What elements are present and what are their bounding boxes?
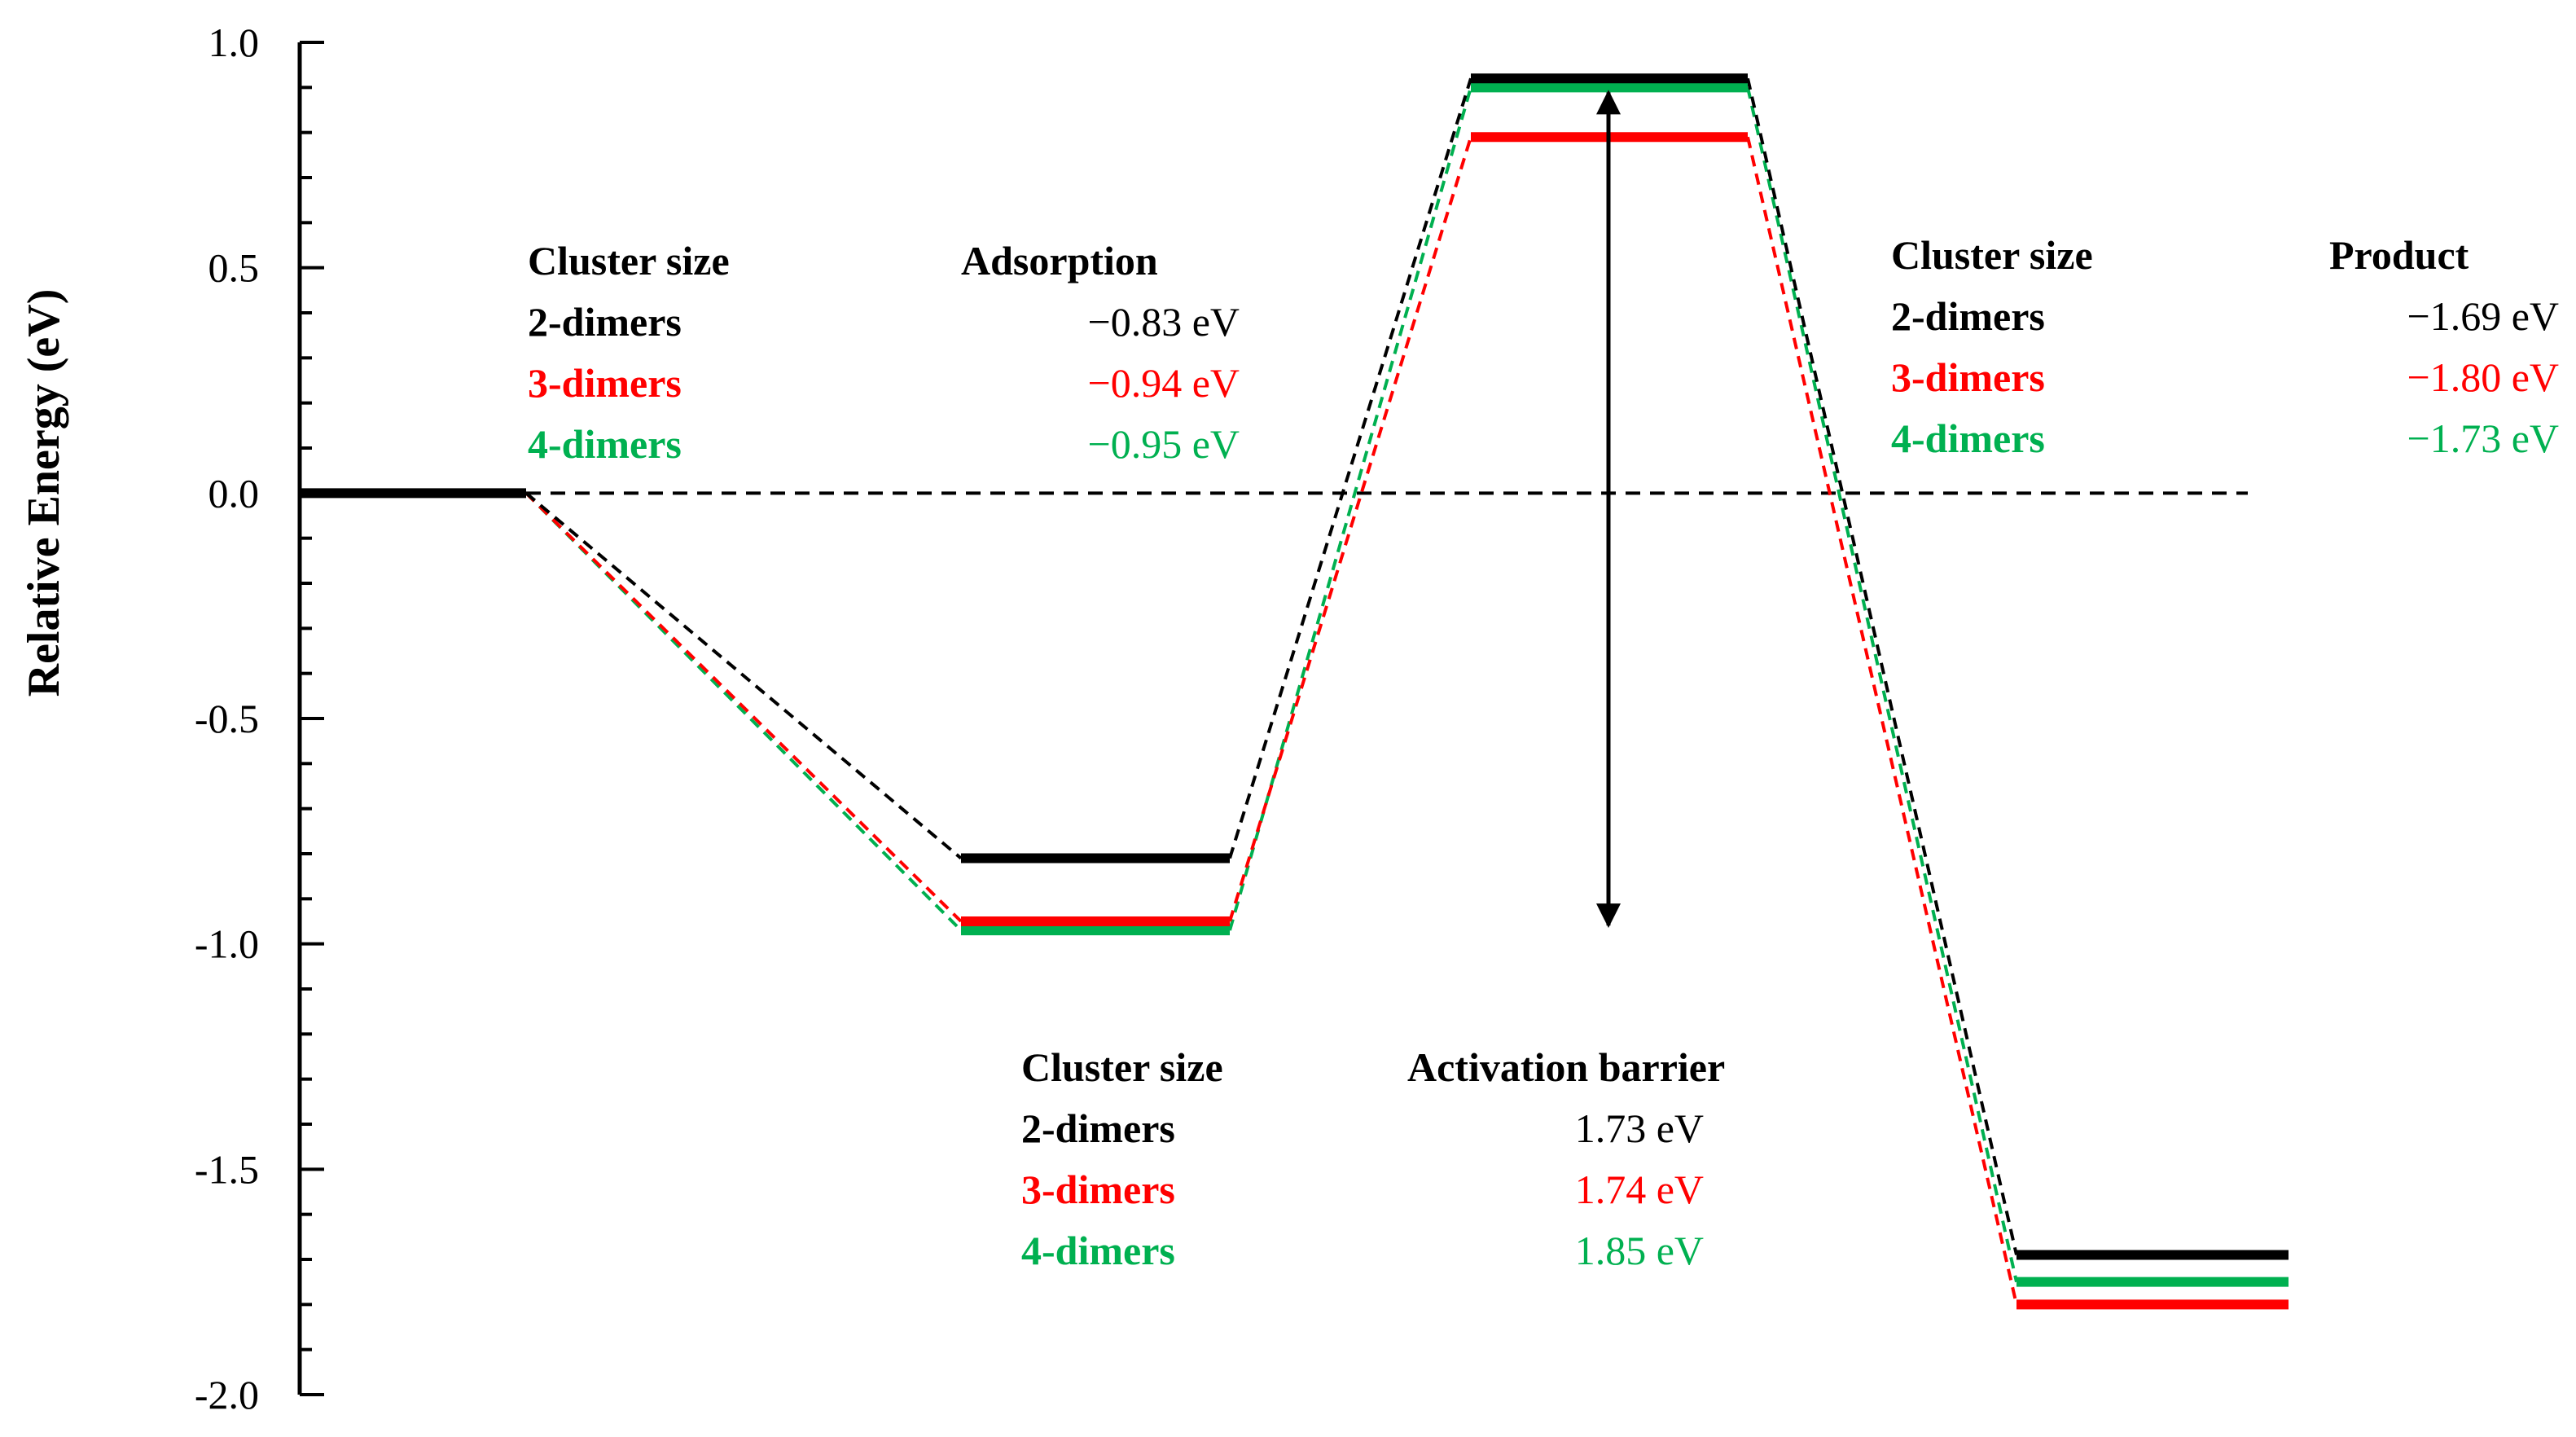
connector-3-dimers-2 <box>1746 136 2018 1305</box>
connector-4-dimers-0 <box>524 491 963 932</box>
table-product: Cluster size Product 2-dimers −1.69 eV 3-dim… <box>1891 232 2559 461</box>
table-row-value: −0.95 eV <box>1088 421 1240 467</box>
table-row-label: 2-dimers <box>528 299 682 345</box>
table-row-value: 1.85 eV <box>1575 1228 1704 1273</box>
table-row-label: 3-dimers <box>528 360 682 406</box>
y-tick-label: -1.0 <box>195 921 259 967</box>
connector-3-dimers-0 <box>524 491 963 923</box>
table-row-label: 3-dimers <box>1021 1167 1175 1212</box>
y-axis: 1.0 0.5 0.0 -0.5 -1.0 -1.5 -2.0 <box>195 20 324 1417</box>
y-tick-label: -1.5 <box>195 1146 259 1192</box>
table-barrier: Cluster size Activation barrier 2-dimers 1.… <box>1021 1044 1725 1273</box>
table-row-label: 4-dimers <box>528 421 682 467</box>
table-row-value: 1.73 eV <box>1575 1105 1704 1151</box>
connector-2-dimers-1 <box>1228 77 1472 859</box>
connector-2-dimers-2 <box>1746 77 2018 1255</box>
table-header-cluster-size: Cluster size <box>1891 232 2093 278</box>
table-row-value: −1.80 eV <box>2407 354 2560 400</box>
y-tick-label: 0.0 <box>208 470 260 516</box>
table-row-value: −0.94 eV <box>1088 360 1240 406</box>
connector-2-dimers-0 <box>524 491 963 860</box>
energy-levels <box>300 73 2289 1310</box>
table-row-label: 4-dimers <box>1021 1228 1175 1273</box>
table-header-product: Product <box>2329 232 2469 278</box>
connector-3-dimers-1 <box>1228 136 1472 922</box>
table-row-label: 2-dimers <box>1021 1105 1175 1151</box>
table-row-label: 3-dimers <box>1891 354 2045 400</box>
table-header-barrier: Activation barrier <box>1407 1044 1725 1090</box>
y-tick-label: 1.0 <box>208 20 260 65</box>
table-header-cluster-size: Cluster size <box>1021 1044 1223 1090</box>
y-tick-label: -0.5 <box>195 696 259 741</box>
connector-4-dimers-2 <box>1746 86 2018 1283</box>
annotation-tables: Cluster size Adsorption 2-dimers −0.83 eV 3-… <box>528 232 2559 1273</box>
connector-lines <box>524 77 2248 1305</box>
y-tick-label: -2.0 <box>195 1372 259 1417</box>
connector-4-dimers-1 <box>1228 86 1472 931</box>
table-adsorption: Cluster size Adsorption 2-dimers −0.83 eV 3-… <box>528 238 1240 467</box>
table-row-label: 2-dimers <box>1891 293 2045 339</box>
table-row-label: 4-dimers <box>1891 415 2045 461</box>
table-row-value: −0.83 eV <box>1088 299 1240 345</box>
table-header-adsorption: Adsorption <box>961 238 1158 283</box>
table-row-value: −1.69 eV <box>2407 293 2560 339</box>
table-header-cluster-size: Cluster size <box>528 238 730 283</box>
y-axis-title: Relative Energy (eV) <box>19 289 69 697</box>
table-row-value: 1.74 eV <box>1575 1167 1704 1212</box>
table-row-value: −1.73 eV <box>2407 415 2560 461</box>
y-tick-label: 0.5 <box>208 245 260 291</box>
